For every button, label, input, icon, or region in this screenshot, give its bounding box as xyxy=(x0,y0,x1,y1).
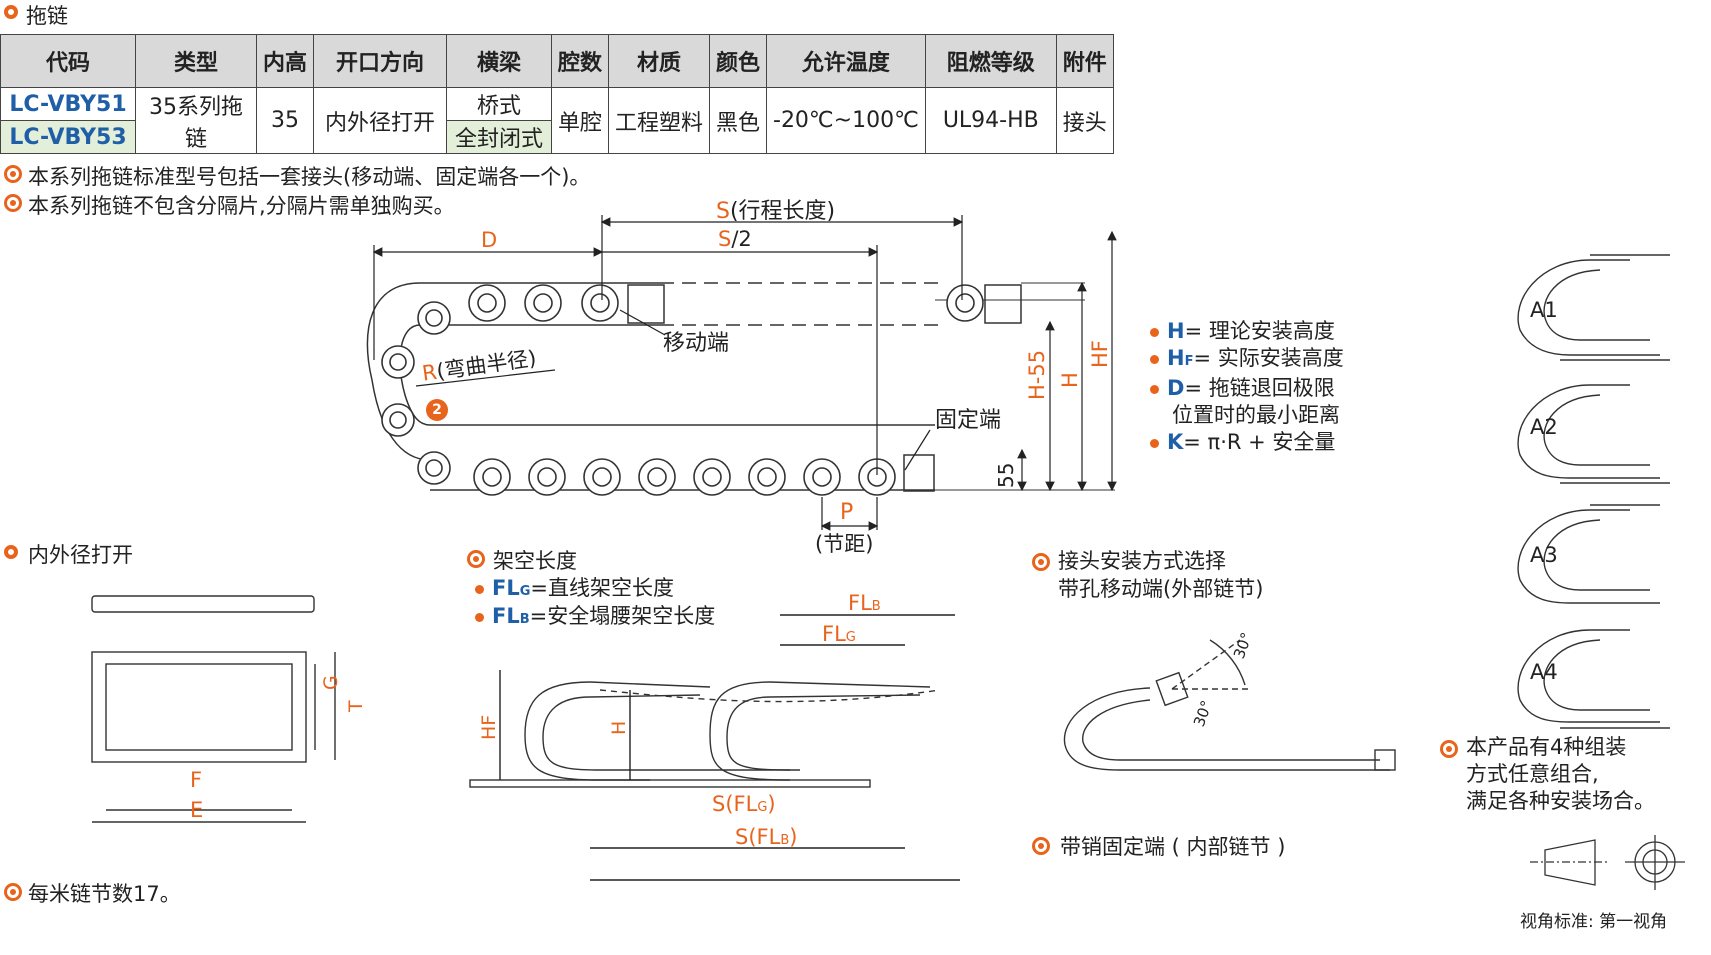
mount-label-a4: A4 xyxy=(1530,660,1558,684)
beam-cell: 全封闭式 xyxy=(446,120,552,154)
span-title: 架空长度 xyxy=(493,549,577,573)
inner-height-cell: 35 xyxy=(256,87,314,154)
mount-combo-a3 xyxy=(1517,504,1660,604)
header-cell: 允许温度 xyxy=(766,34,926,88)
cavities-cell: 单腔 xyxy=(551,87,609,154)
chain-rollers xyxy=(381,284,984,496)
header-cell: 颜色 xyxy=(709,34,767,88)
pitch-desc-label: (节距) xyxy=(815,532,874,556)
flg-label: FLG xyxy=(822,622,856,646)
moving-end-label: 移动端 xyxy=(663,331,730,356)
dim-55-label: 55 xyxy=(994,462,1018,488)
header-cell: 横梁 xyxy=(446,34,552,88)
table-row: LC-VBY51 35系列拖链 35 内外径打开 桥式 单腔 工程塑料 黑色 -… xyxy=(0,87,1114,154)
half-stroke-label: S/2 xyxy=(718,227,752,251)
header-cell: 代码 xyxy=(0,34,136,88)
mount-label-a2: A2 xyxy=(1530,415,1558,439)
section-ring-icon xyxy=(4,5,18,19)
temperature-cell: -20℃~100℃ xyxy=(766,87,926,154)
open-section-diagram xyxy=(91,595,336,823)
section-ring-icon xyxy=(4,545,18,559)
g-label: G xyxy=(320,675,342,690)
note-text: 本系列拖链标准型号包括一套接头(移动端、固定端各一个)。 xyxy=(28,165,591,189)
legend: H= 理论安装高度 HF= 实际安装高度 D= 拖链退回极限 位置时的最小距离 … xyxy=(1150,318,1344,456)
h-minus-55-label: H-55 xyxy=(1025,349,1049,400)
beam-cell: 桥式 xyxy=(446,87,552,121)
first-angle-symbol xyxy=(1530,835,1685,890)
e-label: E xyxy=(190,798,204,822)
hf-label: HF xyxy=(1088,340,1112,368)
f-label: F xyxy=(190,768,203,792)
legend-item: D= 拖链退回极限 xyxy=(1150,375,1344,402)
code-cell: LC-VBY53 xyxy=(0,120,136,154)
mount-combo-a2 xyxy=(1517,384,1670,484)
flame-cell: UL94-HB xyxy=(924,87,1057,154)
combo-note: 本产品有4种组装方式任意组合,满足各种安装场合。 xyxy=(1466,735,1655,813)
stroke-length-label: S(行程长度) xyxy=(716,199,836,224)
span-hf-label: HF xyxy=(478,714,500,740)
table-row: LC-VBY53 全封闭式 xyxy=(0,120,1114,154)
note-text: 本系列拖链不包含分隔片,分隔片需单独购买。 xyxy=(28,194,455,218)
view-standard: 视角标准: 第一视角 xyxy=(1520,912,1668,932)
note-bullet-icon xyxy=(467,550,485,568)
attachment-cell: 接头 xyxy=(1055,87,1114,154)
fixed-end-label: 固定端 xyxy=(935,408,1002,433)
header-cell: 腔数 xyxy=(551,34,609,88)
main-dimensions xyxy=(372,215,1117,531)
mount-combo-a4 xyxy=(1517,629,1670,729)
legend-item: 位置时的最小距离 xyxy=(1172,403,1340,427)
d-label: D xyxy=(481,228,498,252)
t-label: T xyxy=(345,700,367,712)
note-bullet-icon xyxy=(4,883,22,901)
mount-combos xyxy=(1517,254,1670,729)
mount-label-a1: A1 xyxy=(1530,298,1558,322)
joint-diagram xyxy=(1063,639,1396,771)
note-bullet-icon xyxy=(4,165,22,183)
s-flg-label: S(FLG) xyxy=(712,792,776,816)
legend-item: K= π·R + 安全量 xyxy=(1150,429,1344,456)
color-cell: 黑色 xyxy=(709,87,767,154)
marker-badge: 2 xyxy=(426,399,448,421)
header-cell: 阻燃等级 xyxy=(924,34,1057,88)
span-diagram xyxy=(469,614,960,881)
fixed-end-note: 带销固定端 ( 内部链节 ) xyxy=(1060,835,1286,859)
pitch-p-label: P xyxy=(840,500,854,525)
span-h-label: H xyxy=(608,720,630,735)
spec-table: 代码 类型 内高 开口方向 横梁 腔数 材质 颜色 允许温度 阻燃等级 附件 L… xyxy=(0,34,1114,154)
type-cell: 35系列拖链 xyxy=(135,87,257,154)
page-title: 拖链 xyxy=(26,4,68,28)
table-header-row: 代码 类型 内高 开口方向 横梁 腔数 材质 颜色 允许温度 阻燃等级 附件 xyxy=(0,34,1114,88)
span-legend-flb: FLB=安全塌腰架空长度 xyxy=(475,600,715,630)
code-cell: LC-VBY51 xyxy=(0,87,136,121)
mount-combo-a1 xyxy=(1517,254,1670,361)
s-flb-label: S(FLB) xyxy=(735,825,798,849)
header-cell: 类型 xyxy=(135,34,257,88)
flb-label: FLB xyxy=(848,591,881,615)
header-cell: 附件 xyxy=(1055,34,1114,88)
open-section-title: 内外径打开 xyxy=(28,543,133,567)
legend-item: HF= 实际安装高度 xyxy=(1150,345,1344,375)
span-legend-flg: FLG=直线架空长度 xyxy=(475,572,674,602)
note-bullet-icon xyxy=(1032,837,1050,855)
pitch-count-note: 每米链节数17。 xyxy=(28,882,181,906)
note-bullet-icon xyxy=(4,194,22,212)
joint-title: 接头安装方式选择带孔移动端(外部链节) xyxy=(1058,549,1264,601)
material-cell: 工程塑料 xyxy=(608,87,710,154)
legend-item: H= 理论安装高度 xyxy=(1150,318,1344,345)
note-bullet-icon xyxy=(1032,553,1050,571)
mount-label-a3: A3 xyxy=(1530,543,1558,567)
h-label: H xyxy=(1058,372,1082,388)
note-bullet-icon xyxy=(1440,740,1458,758)
